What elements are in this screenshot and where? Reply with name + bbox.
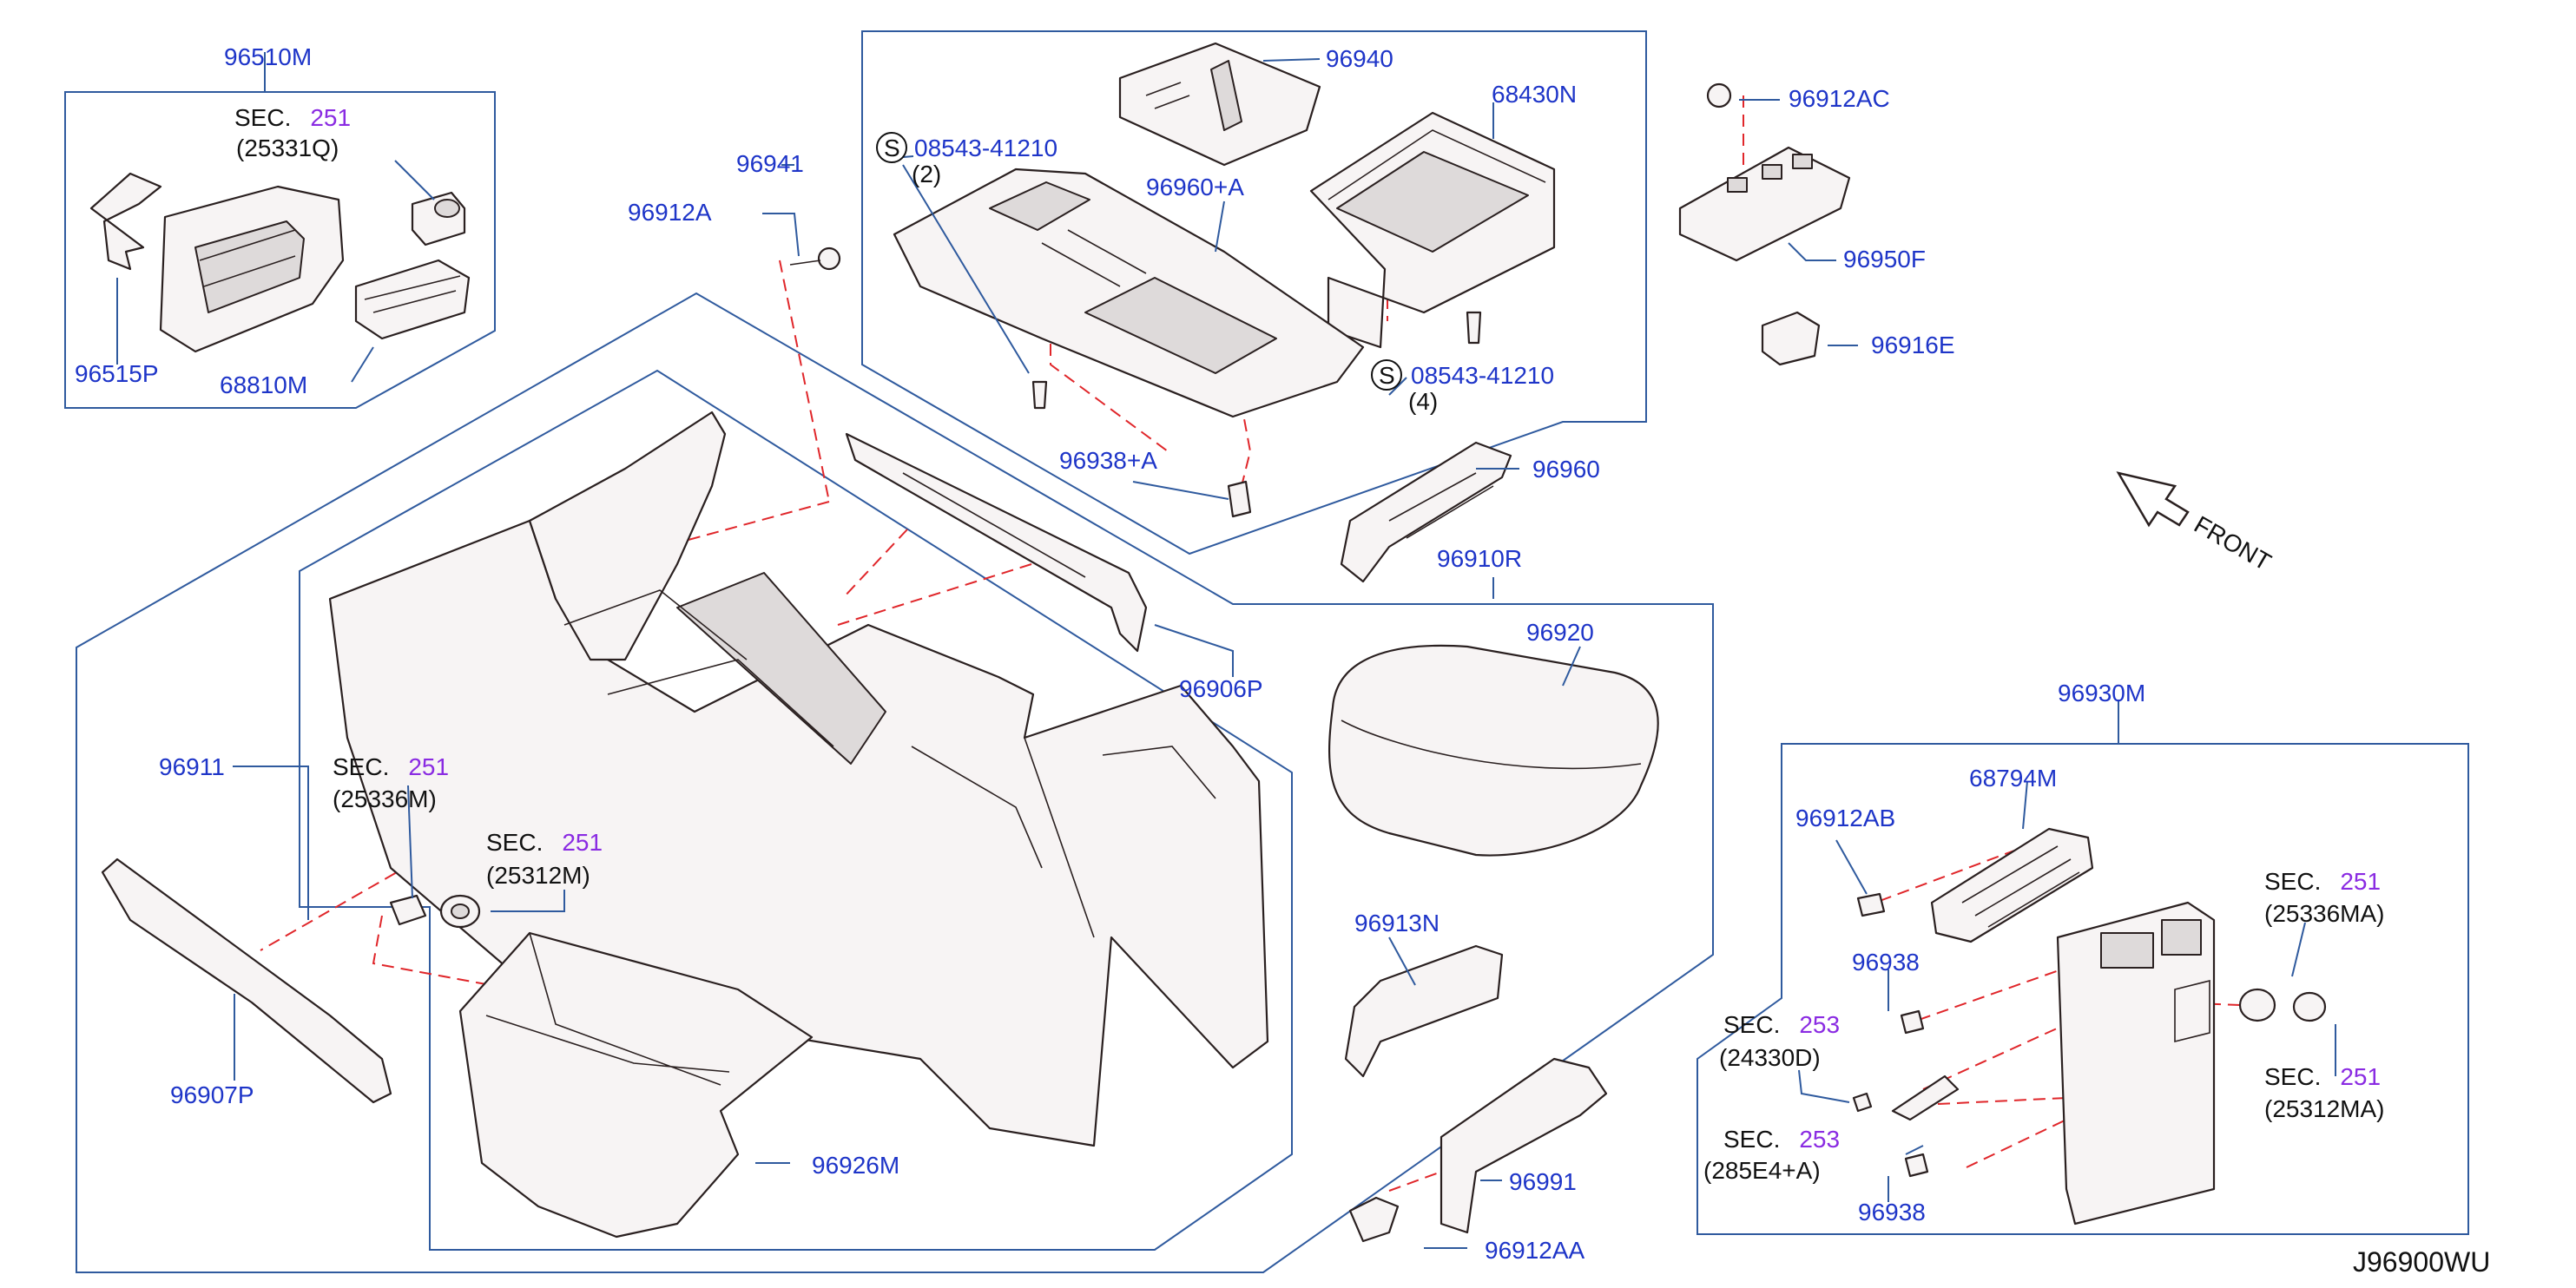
part-96907P	[101, 858, 392, 1104]
label-96907P: 96907P	[170, 1081, 254, 1108]
screw-symbol-icon	[1371, 359, 1402, 391]
frame-lines	[64, 30, 2469, 1273]
part-96916E	[1761, 311, 1821, 366]
label-96938A: 96938+A	[1059, 447, 1157, 474]
front-arrow-icon	[2116, 471, 2190, 528]
frame-96911	[76, 292, 1714, 1273]
part-96941-screw	[817, 246, 841, 271]
part-labels: 96510M 96515P 68810M 96940 68430N 96960+…	[75, 43, 2490, 1278]
label-96938-lower: 96938	[1858, 1199, 1926, 1226]
part-shapes	[89, 42, 2327, 1243]
sec-ref-e-code: (25312MA)	[2264, 1095, 2385, 1122]
part-96515P-harness	[89, 172, 162, 271]
part-96906P	[845, 432, 1148, 653]
sec-ref-d: SEC.251	[2264, 868, 2381, 895]
part-68794M-vent	[1930, 827, 2094, 943]
frame-96930M	[1696, 743, 2469, 1235]
sec-ref-a-code: (25331Q)	[236, 135, 339, 161]
sec-ref-c: SEC.251	[486, 829, 603, 856]
frame-inner-console	[299, 369, 1293, 1251]
label-96906P: 96906P	[1179, 675, 1263, 702]
sec-ref-c-code: (25312M)	[486, 862, 590, 889]
label-96912AB: 96912AB	[1795, 805, 1895, 831]
label-96938-upper: 96938	[1852, 949, 1920, 976]
part-96912AA-screw	[1348, 1196, 1400, 1243]
label-08543-41210-a: 08543-41210	[914, 135, 1057, 161]
frame-96510M	[64, 91, 496, 409]
label-96920: 96920	[1526, 619, 1594, 646]
label-96916E: 96916E	[1871, 332, 1955, 358]
screw-symbol-icon	[876, 132, 907, 163]
label-96960A: 96960+A	[1146, 174, 1244, 200]
part-96912AC-screw	[1706, 82, 1732, 108]
sec-ref-f-code: (24330D)	[1719, 1044, 1821, 1071]
label-68430N: 68430N	[1492, 81, 1577, 108]
sec-ref-g: SEC.253	[1723, 1126, 1840, 1153]
label-68810M: 68810M	[220, 371, 307, 398]
label-96510M: 96510M	[224, 43, 312, 70]
label-96912AA: 96912AA	[1485, 1237, 1585, 1264]
label-96910R: 96910R	[1437, 545, 1522, 572]
label-96930M: 96930M	[2058, 680, 2145, 706]
part-96913N	[1344, 944, 1504, 1078]
label-96991: 96991	[1509, 1168, 1577, 1195]
label-96515P: 96515P	[75, 360, 159, 387]
front-label: FRONT	[2190, 510, 2276, 575]
label-96960: 96960	[1532, 456, 1600, 483]
part-96950F	[1678, 146, 1851, 262]
label-96911: 96911	[159, 753, 225, 780]
sec-ref-d-code: (25336MA)	[2264, 900, 2385, 927]
leader-lines	[116, 52, 2336, 1249]
sec-ref-g-code: (285E4+A)	[1703, 1157, 1821, 1184]
diagram-id: J96900WU	[2353, 1246, 2490, 1278]
part-96930M-panel	[2056, 901, 2216, 1226]
part-96920-armrest	[1328, 644, 1659, 857]
screw-symbol-1: S	[884, 135, 900, 161]
part-96926M	[458, 931, 814, 1239]
sec-ref-b: SEC.251	[333, 753, 449, 780]
label-96912AC: 96912AC	[1789, 85, 1890, 112]
label-96940: 96940	[1326, 45, 1393, 72]
frame-console-top	[861, 30, 1647, 555]
sec-ref-f: SEC.253	[1723, 1011, 1840, 1038]
part-25331Q-socket	[411, 191, 466, 246]
part-68810M-plug	[354, 259, 471, 340]
qty-08543-41210-b: (4)	[1408, 388, 1438, 415]
sec-ref-b-code: (25336M)	[333, 785, 437, 812]
sec-ref-a: SEC.251	[234, 104, 351, 131]
screw-symbol-2: S	[1379, 362, 1395, 389]
label-96926M: 96926M	[812, 1152, 899, 1179]
label-08543-41210-b: 08543-41210	[1411, 362, 1554, 389]
label-96913N: 96913N	[1354, 910, 1440, 936]
sec-ref-e: SEC.251	[2264, 1063, 2381, 1090]
qty-08543-41210-a: (2)	[912, 161, 941, 187]
label-96941: 96941	[736, 150, 804, 177]
part-96991	[1440, 1057, 1608, 1234]
label-96912A: 96912A	[628, 199, 712, 226]
label-96950F: 96950F	[1843, 246, 1926, 273]
label-68794M: 68794M	[1969, 765, 2057, 792]
